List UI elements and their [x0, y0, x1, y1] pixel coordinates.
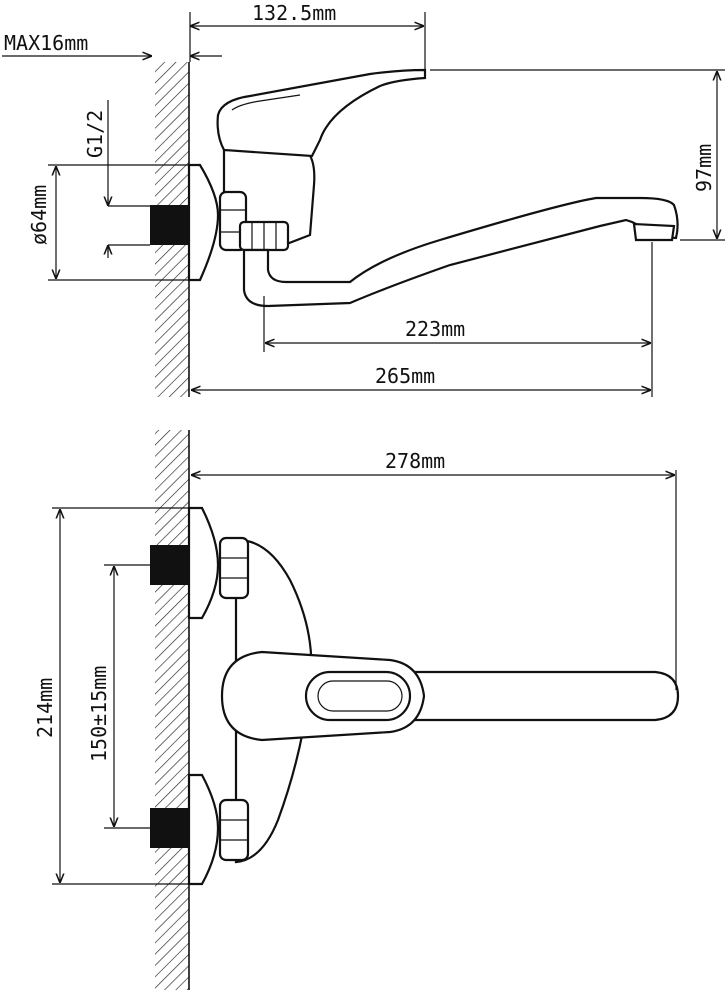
top-view: 278mm 214mm 150±15mm: [33, 430, 680, 990]
side-view: 132.5mm MAX16mm G1/2 ø64mm 97mm 223mm 26: [2, 1, 725, 397]
dim-total-reach-label: 265mm: [375, 364, 435, 388]
handle-lever-side: [216, 68, 427, 158]
dim-spout-reach-label: 223mm: [405, 317, 465, 341]
wall-hatch-bottom: [155, 430, 189, 990]
dim-height-label: 97mm: [692, 144, 716, 192]
thread-block-upper: [150, 545, 188, 585]
hex-nut-lower: [218, 798, 250, 862]
thread-block-lower: [150, 808, 188, 848]
flange-side: [187, 163, 220, 282]
dim-total-length-label: 278mm: [385, 449, 445, 473]
spout-side: [242, 196, 679, 308]
dim-handle-offset-label: 132.5mm: [252, 1, 336, 25]
flange-lower: [187, 773, 220, 886]
aerator-side: [632, 222, 676, 242]
dim-width-label: 214mm: [33, 678, 57, 738]
hex-nut-upper: [218, 536, 250, 600]
handle-grip-top: [304, 670, 412, 722]
dim-centers-label: 150±15mm: [87, 666, 111, 762]
thread-block-side: [150, 205, 188, 245]
dim-thread-label: G1/2: [83, 110, 107, 158]
dim-flange-dia-label: ø64mm: [27, 185, 51, 245]
dim-max-wall-label: MAX16mm: [4, 31, 88, 55]
flange-upper: [187, 506, 220, 620]
spout-top: [388, 670, 680, 722]
